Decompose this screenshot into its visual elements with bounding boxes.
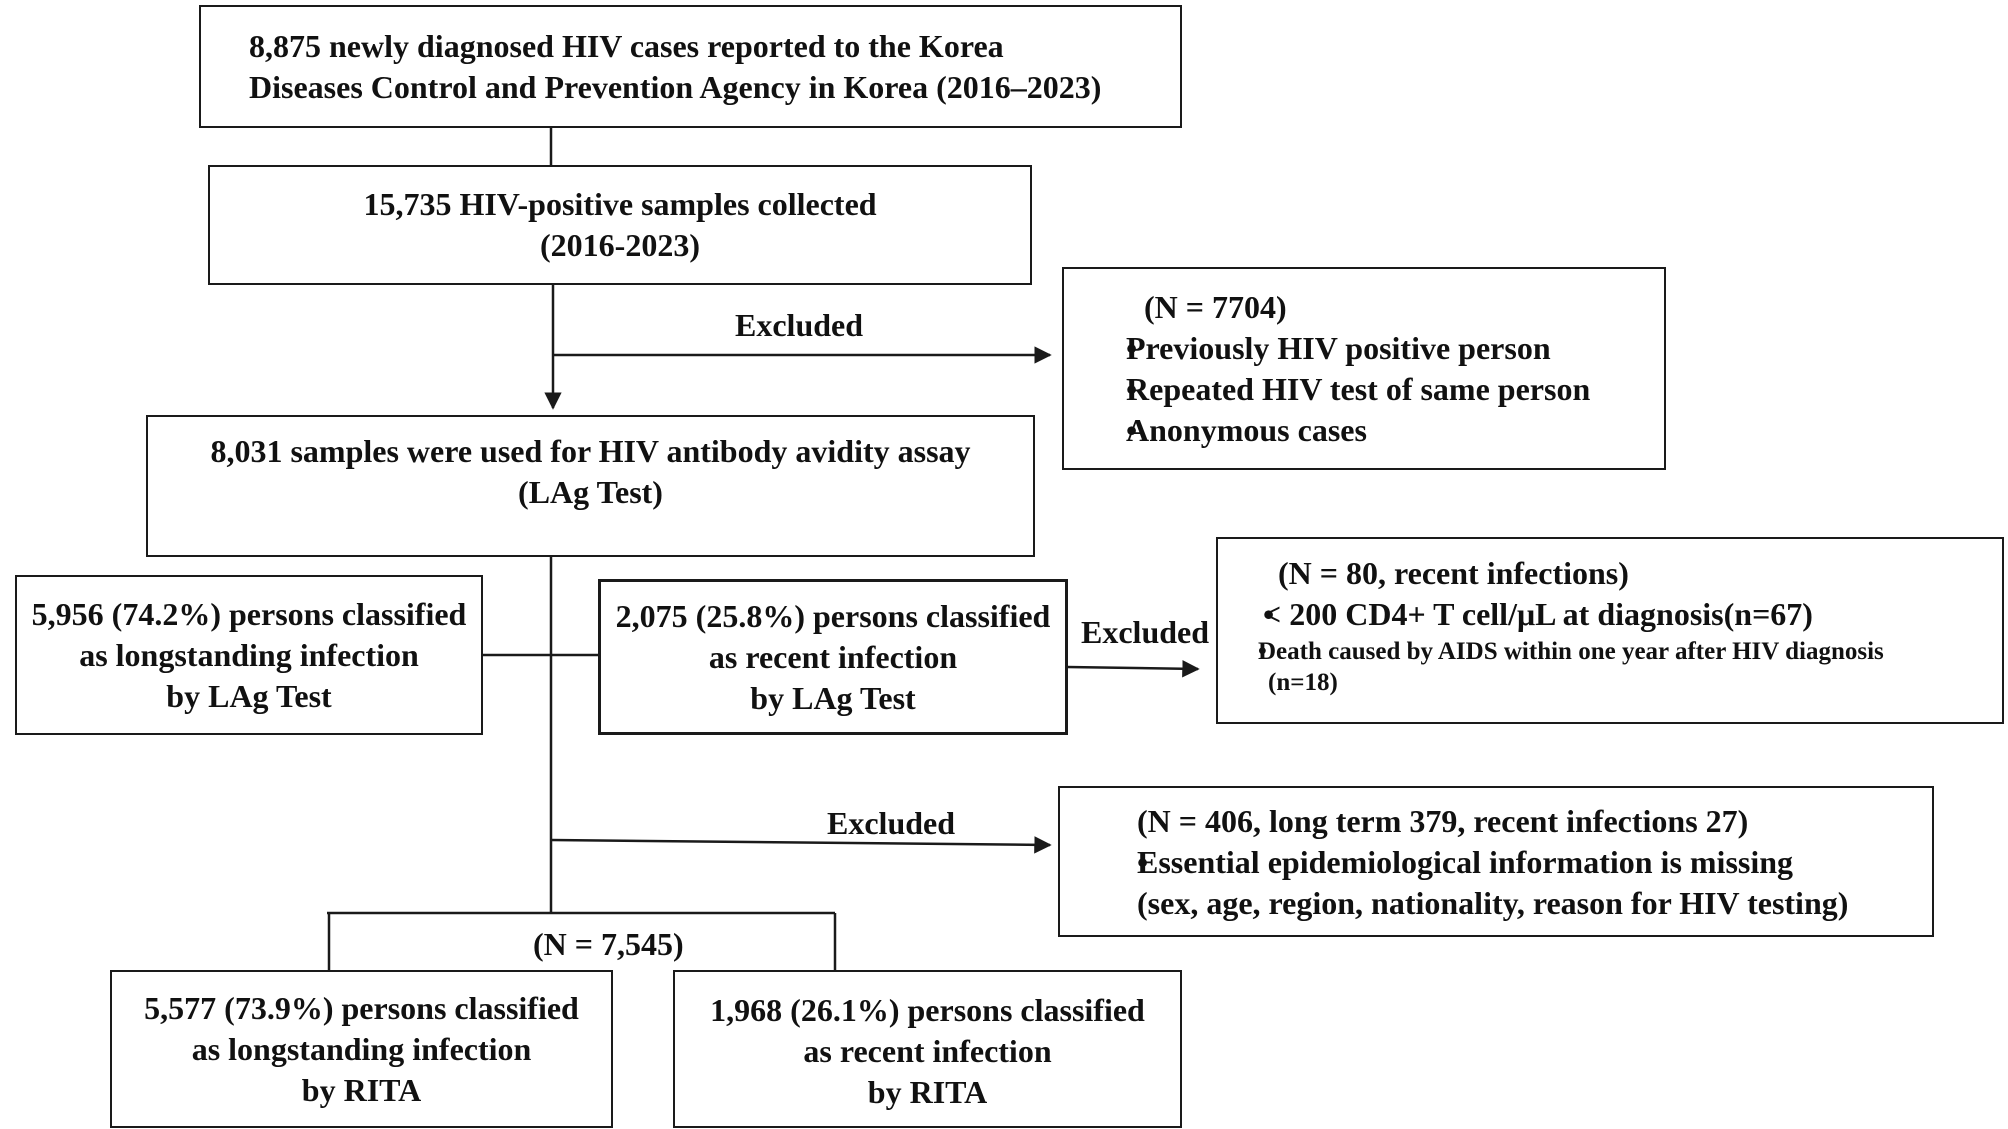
exclusion-box-1: (N = 7704) Previously HIV positive perso… bbox=[1062, 267, 1666, 470]
exclusion-3-item-details: (sex, age, region, nationality, reason f… bbox=[1137, 885, 1849, 921]
exclusion-1-list: Previously HIV positive person Repeated … bbox=[1064, 328, 1664, 451]
avidity-assay-line-1: 8,031 samples were used for HIV antibody… bbox=[210, 433, 971, 469]
rita-recent-line-3: by RITA bbox=[867, 1074, 988, 1110]
samples-collected-line-1: 15,735 HIV-positive samples collected bbox=[363, 186, 877, 222]
excluded-label-3: Excluded bbox=[827, 805, 956, 841]
exclusion-1-count: (N = 7704) bbox=[1144, 289, 1287, 325]
avidity-assay-box: 8,031 samples were used for HIV antibody… bbox=[146, 415, 1035, 557]
reported-cases-line-2: Diseases Control and Prevention Agency i… bbox=[249, 68, 1102, 105]
exclusion-1-item: Anonymous cases bbox=[1064, 410, 1664, 451]
samples-collected-line-2: (2016-2023) bbox=[540, 227, 700, 263]
exclusion-2-list: < 200 CD4+ T cell/μL at diagnosis(n=67) … bbox=[1218, 594, 2002, 668]
exclusion-box-2: (N = 80, recent infections) < 200 CD4+ T… bbox=[1216, 537, 2004, 724]
avidity-assay-line-2: (LAg Test) bbox=[518, 474, 663, 510]
rita-longstanding-line-2: as longstanding infection bbox=[191, 1030, 532, 1067]
samples-collected-box: 15,735 HIV-positive samples collected (2… bbox=[208, 165, 1032, 285]
exclusion-2-item-death: Death caused by AIDS within one year aft… bbox=[1218, 635, 2002, 668]
exclusion-1-item: Previously HIV positive person bbox=[1064, 328, 1664, 369]
reported-cases-line-1: 8,875 newly diagnosed HIV cases reported… bbox=[249, 27, 1004, 64]
exclusion-3-item-missing: Essential epidemiological information is… bbox=[1060, 842, 1932, 883]
rita-longstanding-line-3: by RITA bbox=[301, 1071, 422, 1108]
exclusion-2-item-death-count: (n=18) bbox=[1268, 669, 1338, 696]
exclusion-3-count: (N = 406, long term 379, recent infectio… bbox=[1137, 803, 1749, 839]
excluded-label-2: Excluded bbox=[1081, 614, 1210, 650]
rita-longstanding-box: 5,577 (73.9%) persons classified as long… bbox=[110, 970, 613, 1128]
rita-longstanding-line-1: 5,577 (73.9%) persons classified bbox=[144, 989, 579, 1026]
lag-longstanding-line-2: as longstanding infection bbox=[79, 636, 419, 673]
exclusion-1-item: Repeated HIV test of same person bbox=[1064, 369, 1664, 410]
exclusion-2-item-cd4: < 200 CD4+ T cell/μL at diagnosis(n=67) bbox=[1218, 594, 2002, 635]
excluded-label-1: Excluded bbox=[735, 307, 864, 343]
exclusion-box-3: (N = 406, long term 379, recent infectio… bbox=[1058, 786, 1934, 937]
lag-longstanding-box: 5,956 (74.2%) persons classified as long… bbox=[15, 575, 483, 735]
lag-longstanding-line-3: by LAg Test bbox=[166, 677, 332, 714]
rita-recent-line-2: as recent infection bbox=[803, 1033, 1052, 1069]
exclusion-2-count: (N = 80, recent infections) bbox=[1278, 555, 1629, 591]
final-n-label: (N = 7,545) bbox=[533, 926, 684, 962]
arrow-excluded-3 bbox=[550, 836, 1052, 854]
lag-recent-line-1: 2,075 (25.8%) persons classified bbox=[615, 597, 1051, 634]
lag-longstanding-line-1: 5,956 (74.2%) persons classified bbox=[31, 595, 467, 632]
rita-recent-box: 1,968 (26.1%) persons classified as rece… bbox=[673, 970, 1182, 1128]
exclusion-3-list: Essential epidemiological information is… bbox=[1060, 842, 1932, 883]
arrow-excluded-2 bbox=[1066, 660, 1200, 678]
lag-recent-line-2: as recent infection bbox=[708, 638, 958, 675]
reported-cases-box: 8,875 newly diagnosed HIV cases reported… bbox=[199, 5, 1182, 128]
lag-recent-box: 2,075 (25.8%) persons classified as rece… bbox=[598, 579, 1068, 735]
rita-recent-line-1: 1,968 (26.1%) persons classified bbox=[710, 992, 1145, 1028]
lag-recent-line-3: by LAg Test bbox=[750, 679, 916, 716]
